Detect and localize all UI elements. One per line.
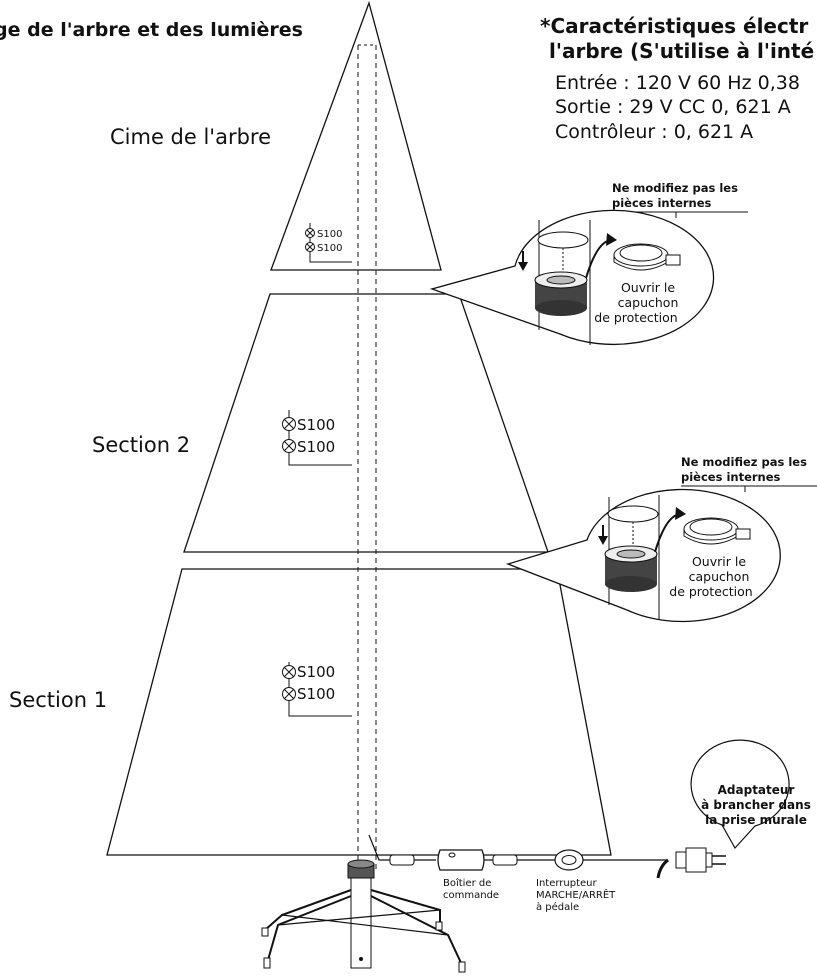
foot-switch-label: à pédale <box>536 901 579 913</box>
warning-text: Ne modifiez pas les <box>612 181 738 195</box>
warning-text: pièces internes <box>612 196 712 210</box>
power-cord <box>368 834 669 879</box>
callout-connection-top: Ne modifiez pas les pièces internes Ouvr… <box>429 181 748 346</box>
warning-text: Ne modifiez pas les <box>681 455 807 469</box>
foot-switch-icon <box>554 849 584 871</box>
arrow-right-icon <box>606 233 617 246</box>
specs-title-line1: *Caractéristiques électr <box>540 14 808 38</box>
connector-socket-illustration <box>534 220 591 345</box>
bulb-group-section-1: S100 S100 <box>282 662 352 717</box>
warning-text: pièces internes <box>681 470 781 484</box>
bulb-label: S100 <box>297 416 335 434</box>
control-box-icon <box>437 849 485 871</box>
specs-title-line2: l'arbre (S'utilise à l'inté <box>549 39 814 63</box>
open-cap-text: capuchon <box>689 569 750 584</box>
open-cap-text: de protection <box>594 310 677 325</box>
adapter-text: la prise murale <box>705 813 807 827</box>
bulb-group-section-2: S100 S100 <box>282 410 352 466</box>
arrow-down-icon <box>598 536 608 545</box>
specs-controller: Contrôleur : 0, 621 A <box>555 121 753 143</box>
label-tree-top: Cime de l'arbre <box>110 125 271 149</box>
adapter-text: à brancher dans <box>701 798 811 812</box>
bulb-label: S100 <box>297 685 335 703</box>
protective-cap-icon <box>613 243 681 271</box>
diagram-title: ge de l'arbre et des lumières <box>0 19 303 41</box>
control-box-label: Boîtier de <box>443 877 491 889</box>
control-box-label: commande <box>443 890 499 901</box>
bulb-label: S100 <box>297 438 335 456</box>
arrow-down-icon <box>518 262 528 271</box>
open-cap-text: Ouvrir le <box>621 280 675 295</box>
bulb-label: S100 <box>317 243 342 254</box>
open-cap-text: Ouvrir le <box>692 554 746 569</box>
callout-connection-middle: Ne modifiez pas les pièces internes Ouvr… <box>506 455 817 623</box>
label-section-2: Section 2 <box>92 433 190 457</box>
label-section-1: Section 1 <box>9 688 107 712</box>
specs-input: Entrée : 120 V 60 Hz 0,38 <box>555 72 800 94</box>
tree-stand <box>261 859 466 973</box>
tree-section-2 <box>183 293 549 553</box>
bulb-icon <box>282 665 296 679</box>
bulb-label: S100 <box>297 663 335 681</box>
bulb-group-top: S100 S100 <box>305 223 352 263</box>
foot-switch-label: MARCHE/ARRÊT <box>536 888 616 901</box>
adapter-text: Adaptateur <box>718 783 795 797</box>
power-adapter-icon <box>675 847 726 873</box>
bulb-label: S100 <box>317 229 342 240</box>
foot-switch-label: Interrupteur <box>536 878 598 889</box>
arrow-right-icon <box>675 507 686 520</box>
bulb-icon <box>282 417 296 431</box>
connector-socket-illustration <box>604 495 660 620</box>
center-pole <box>357 44 377 870</box>
bulb-icon <box>305 228 315 238</box>
protective-cap-icon <box>683 517 751 545</box>
tree-section-1 <box>106 568 612 856</box>
specs-output: Sortie : 29 V CC 0, 621 A <box>555 96 791 118</box>
bulb-icon <box>305 242 315 252</box>
open-cap-text: de protection <box>669 584 752 599</box>
bulb-icon <box>282 439 296 453</box>
bulb-icon <box>282 687 296 701</box>
open-cap-text: capuchon <box>618 295 679 310</box>
tree-top-section <box>270 0 442 271</box>
adapter-callout: Adaptateur à brancher dans la prise mura… <box>690 739 811 850</box>
